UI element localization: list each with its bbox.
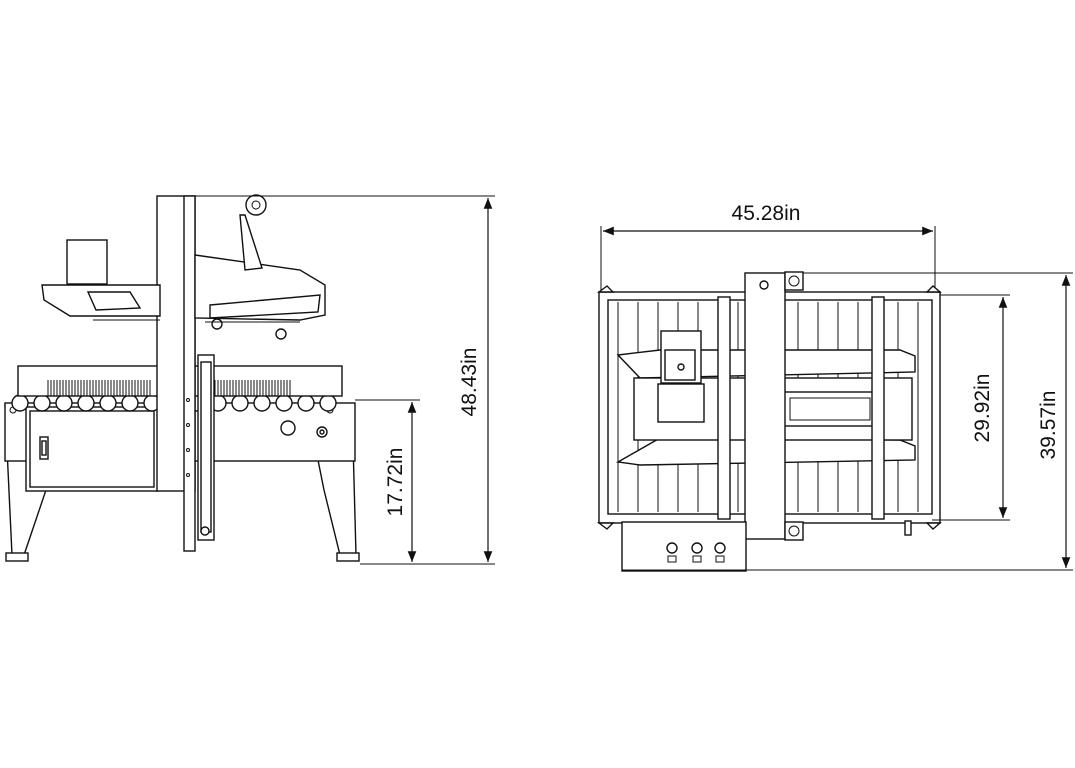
roller [99,394,117,412]
control-panel [621,520,912,572]
column-bridge [717,271,885,541]
roller [297,394,315,412]
roller [231,394,249,412]
table-height-label: 17.72in [384,448,407,517]
roller [11,394,29,412]
roller [55,394,73,412]
frame-depth-label: 29.92in [971,374,994,443]
roller [253,394,271,412]
motor [657,330,705,423]
overall-depth-label: 39.57in [1037,391,1060,460]
roller [319,394,337,412]
support-column [156,195,215,552]
side-elevation-view [4,194,360,562]
roller [33,394,51,412]
top-plan-view [596,271,942,572]
top-view-dimensions: 45.28in 29.92in 39.57in [600,202,1073,571]
roller [77,394,95,412]
roller [275,394,293,412]
side-view-dimensions: 48.43in 17.72in [195,195,495,565]
overall-width-label: 45.28in [732,202,801,225]
tape-head [41,194,326,340]
overall-height-label: 48.43in [458,348,481,417]
roller [121,394,139,412]
